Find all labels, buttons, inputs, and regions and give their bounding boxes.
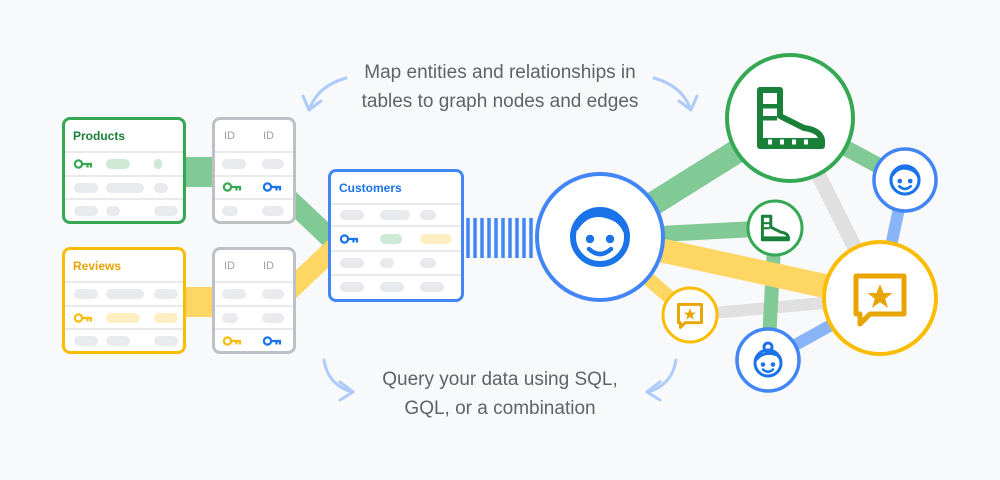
products-link-rows: [215, 151, 293, 216]
reviews-link-col1: ID: [224, 260, 235, 272]
products-link-col2: ID: [263, 130, 274, 142]
arrow-top-right-icon: [652, 76, 699, 112]
products-table-rows: [65, 151, 183, 216]
review-node-small: [661, 286, 719, 344]
bottom-caption-line-2: GQL, or a combination: [404, 398, 596, 419]
arrow-top-left-icon: [301, 76, 348, 112]
reviews-table-title: Reviews: [73, 259, 122, 273]
reviews-table: Reviews: [62, 247, 186, 354]
customers-table-title: Customers: [339, 181, 402, 195]
foreign-key-icon: [262, 182, 283, 192]
customers-table-rows: [331, 203, 461, 292]
primary-key-icon: [73, 313, 94, 323]
customer-node-small-top: [872, 147, 938, 213]
boot-icon: [757, 87, 825, 149]
top-caption-line-2: tables to graph nodes and edges: [361, 91, 639, 112]
review-star-icon: [853, 273, 907, 327]
foreign-key-icon: [222, 182, 243, 192]
reviews-link-table: ID ID: [212, 247, 296, 354]
reviews-link-connector: [186, 287, 214, 317]
customer-node-small-bottom: [735, 327, 801, 393]
top-caption: Map entities and relationships in tables…: [330, 58, 670, 116]
products-customers-connector: [294, 190, 330, 252]
foreign-key-icon: [222, 336, 243, 346]
bottom-caption: Query your data using SQL, GQL, or a com…: [360, 365, 640, 423]
reviews-link-rows: [215, 281, 293, 346]
products-table-title: Products: [73, 129, 126, 143]
arrow-bottom-right-icon: [645, 358, 678, 402]
face-icon: [889, 164, 921, 196]
reviews-customers-connector: [294, 238, 330, 300]
product-node-large: [725, 53, 855, 183]
arrow-bottom-left-icon: [322, 358, 355, 402]
products-link-col1: ID: [224, 130, 235, 142]
face-with-bun-icon: [753, 341, 783, 378]
foreign-key-icon: [262, 336, 283, 346]
products-link-connector: [186, 157, 214, 187]
primary-key-icon: [73, 159, 94, 169]
top-caption-line-1: Map entities and relationships in: [364, 62, 636, 83]
product-node-small: [746, 199, 804, 257]
primary-key-icon: [339, 234, 360, 244]
face-icon: [570, 207, 630, 267]
customer-node-large: [535, 172, 665, 302]
review-node-large: [822, 240, 938, 356]
reviews-link-col2: ID: [263, 260, 274, 272]
boot-icon: [760, 214, 790, 242]
review-star-icon: [677, 302, 703, 329]
products-link-table: ID ID: [212, 117, 296, 224]
reviews-table-rows: [65, 281, 183, 346]
bottom-caption-line-1: Query your data using SQL,: [382, 369, 618, 390]
customers-table: Customers: [328, 169, 464, 302]
mapping-dashes: [466, 218, 533, 258]
products-table: Products: [62, 117, 186, 224]
